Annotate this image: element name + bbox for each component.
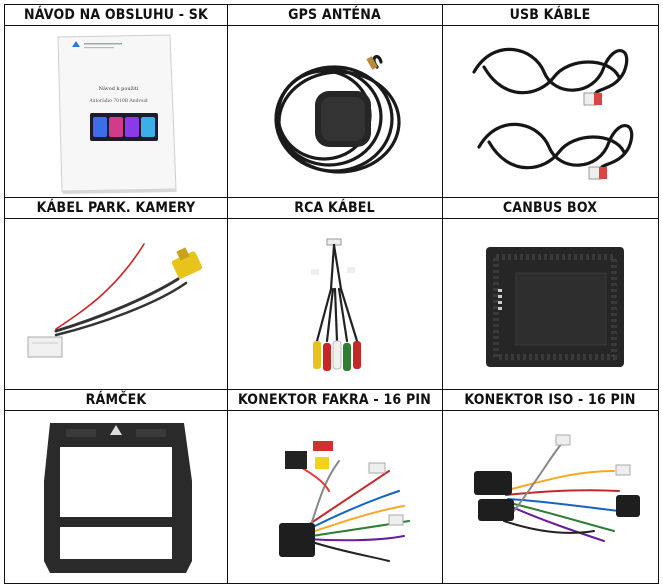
item-title: GPS ANTÉNA [288,7,381,23]
item-title: RÁMČEK [85,392,147,408]
item-title: NÁVOD NA OBSLUHU - SK [24,7,208,23]
dash-frame-image [6,411,226,585]
item-title: USB KÁBLE [509,7,591,23]
parking-camera-cable-image [6,219,226,389]
usb-cables-image [444,27,658,197]
manual-title: Návod k použití [98,86,139,92]
rca-cable-image [229,219,441,389]
fakra-connector-harness-image [229,411,441,585]
manual-booklet-image: Návod k použití Autorádio 7010B Android [6,27,226,197]
item-title: CANBUS BOX [502,200,598,216]
iso-connector-harness-image [444,411,658,585]
row-divider [5,410,658,411]
item-title: KONEKTOR FAKRA - 16 PIN [237,392,432,408]
column-divider [442,5,443,583]
item-title: RCA KÁBEL [294,200,375,216]
gps-antenna-image [229,27,441,197]
canbus-box-image [444,219,658,389]
row-divider [5,389,658,390]
row-divider [5,197,658,198]
accessories-grid: NÁVOD NA OBSLUHU - SK GPS ANTÉNA USB KÁB… [4,4,659,584]
row-divider [5,218,658,219]
item-title: KONEKTOR ISO - 16 PIN [464,392,636,408]
manual-subtitle: Autorádio 7010B Android [89,99,148,104]
column-divider [227,5,228,583]
row-divider [5,25,658,26]
item-title: KÁBEL PARK. KAMERY [36,200,196,216]
